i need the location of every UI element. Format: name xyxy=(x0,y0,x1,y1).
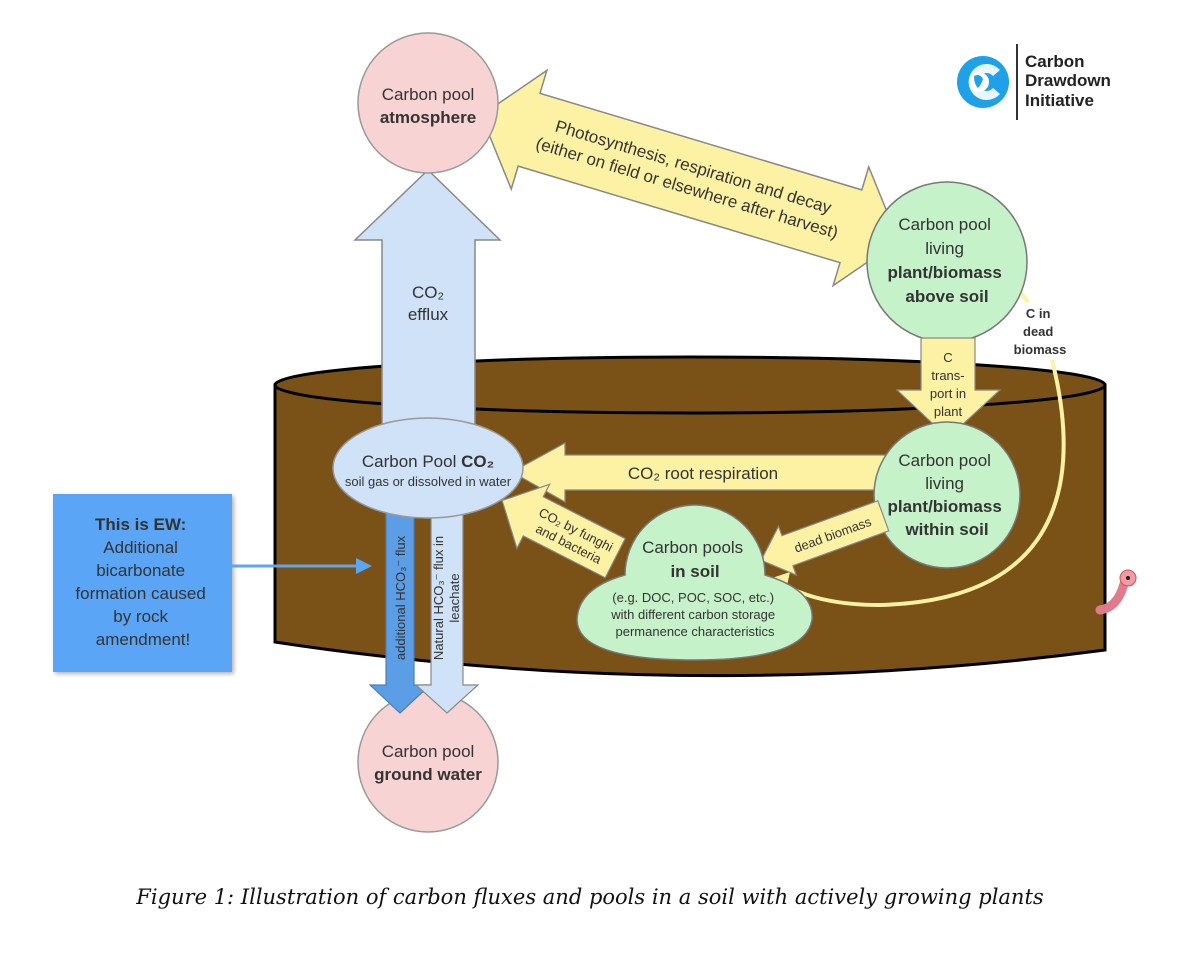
c-dead-biomass-label: C in dead biomass xyxy=(1014,306,1067,357)
figure-caption: Figure 1: Illustration of carbon fluxes … xyxy=(135,885,1044,909)
logo-text: Carbon xyxy=(1025,52,1085,71)
svg-text:(e.g. DOC, POC, SOC, etc.): (e.g. DOC, POC, SOC, etc.) with differen… xyxy=(610,590,778,639)
svg-text:Carbon pools in soil: Carbon pools in soil xyxy=(642,538,748,581)
svg-text:soil gas or dissolved in water: soil gas or dissolved in water xyxy=(345,474,512,489)
svg-text:Carbon pool living: Carbon pool living plant/biomass above s… xyxy=(887,215,1006,306)
worm-icon xyxy=(1095,569,1137,615)
additional-hco3-arrow: additional HCO₃⁻ flux xyxy=(368,511,432,714)
ew-callout: This is EW: Additional bicarbonate forma… xyxy=(53,494,372,672)
svg-text:CO₂ root respiration: CO₂ root respiration xyxy=(628,464,778,483)
dead-biomass-curve xyxy=(778,359,1066,608)
svg-text:This is EW: Additional: This is EW: Additional bicarbonate forma… xyxy=(75,515,210,649)
photosynthesis-arrow: Photosynthesis, respiration and decay(ei… xyxy=(480,68,900,288)
logo-text: Initiative xyxy=(1025,91,1094,110)
root-respiration-arrow: CO₂ root respiration xyxy=(510,441,886,504)
svg-text:Natural HCO₃⁻ flux inleachate: Natural HCO₃⁻ flux inleachate xyxy=(431,536,462,660)
logo: Carbon Drawdown Initiative xyxy=(957,44,1111,120)
svg-text:Carbon Pool CO₂: Carbon Pool CO₂ xyxy=(362,452,494,471)
logo-text: Drawdown xyxy=(1025,71,1111,90)
svg-text:Carbon pool living: Carbon pool living plant/biomass within … xyxy=(887,451,1006,539)
within-soil-pool: Carbon pool living plant/biomass within … xyxy=(873,421,1021,569)
above-soil-pool: Carbon pool living plant/biomass above s… xyxy=(866,181,1028,343)
svg-text:additional HCO₃⁻ flux: additional HCO₃⁻ flux xyxy=(393,535,408,660)
natural-hco3-arrow: Natural HCO₃⁻ flux inleachate xyxy=(414,511,480,714)
co2-pool: Carbon Pool CO₂ soil gas or dissolved in… xyxy=(332,417,524,519)
soil-carbon-pools: Carbon pools in soil (e.g. DOC, POC, SOC… xyxy=(576,504,813,661)
